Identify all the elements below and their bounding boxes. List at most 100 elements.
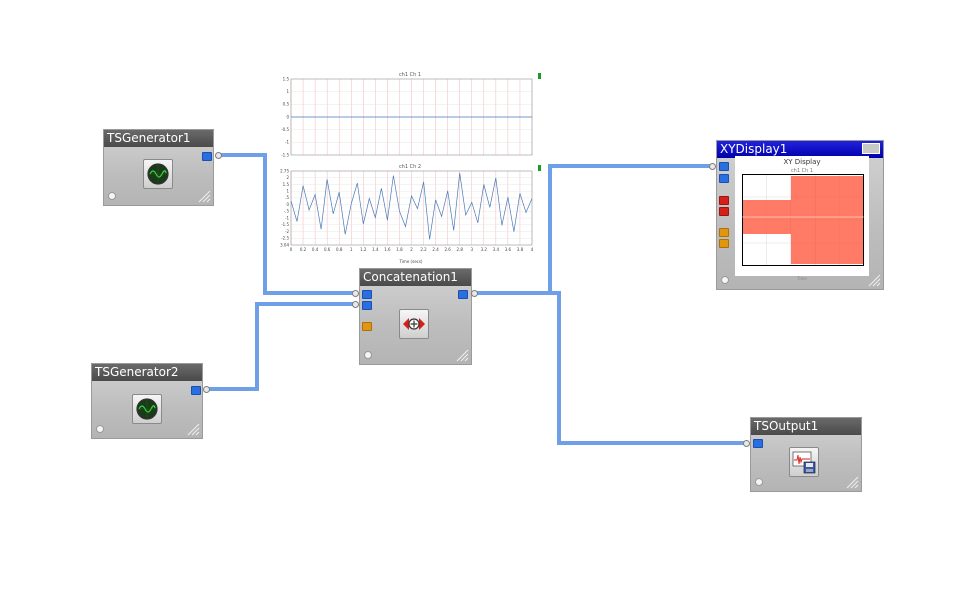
xydisplay1-input-port-2[interactable] <box>719 174 729 183</box>
chart-ch2-frame <box>290 170 533 246</box>
x-tick-label: 0 <box>290 247 293 252</box>
node-xydisplay1-title: XYDisplay1 <box>717 141 883 158</box>
xy-display-footer: Time <box>797 276 807 281</box>
tsoutput1-input-connector[interactable] <box>743 440 750 447</box>
y-tick-label: -2 <box>285 229 289 234</box>
tsoutput1-input-port[interactable] <box>753 439 763 448</box>
xydisplay1-control-port-1[interactable] <box>719 228 729 237</box>
y-tick-label: 1 <box>286 188 289 193</box>
xy-display-plot: XY Display ch1 Ch 1 Time <box>735 156 869 281</box>
tsgenerator1-output-connector[interactable] <box>215 152 222 159</box>
y-tick-label: 2.75 <box>280 168 289 173</box>
x-tick-label: 2.8 <box>457 247 464 252</box>
y-tick-label: -.5 <box>284 209 290 214</box>
xydisplay1-input-port-1[interactable] <box>719 162 729 171</box>
resize-grip-icon[interactable] <box>197 189 211 203</box>
node-tsgenerator2-title: TSGenerator2 <box>92 364 202 381</box>
concatenation1-output-port[interactable] <box>458 290 468 299</box>
concatenation1-input-port-1[interactable] <box>362 290 372 299</box>
x-tick-label: 2.4 <box>432 247 439 252</box>
x-tick-label: 4 <box>531 247 534 252</box>
chart-ch2-legend-marker <box>538 165 541 171</box>
xydisplay1-alarm-port-1[interactable] <box>719 196 729 205</box>
tsgenerator2-output-port[interactable] <box>191 386 201 395</box>
xy-display-trace <box>742 176 864 264</box>
node-tsgenerator2[interactable]: TSGenerator2 <box>91 363 203 439</box>
concatenation1-output-connector[interactable] <box>471 290 478 297</box>
y-tick-label: -2.5 <box>281 236 289 241</box>
node-xydisplay1-title-text: XYDisplay1 <box>720 142 788 156</box>
concatenation1-input-port-2[interactable] <box>362 301 372 310</box>
concatenation1-input-connector-2[interactable] <box>352 301 359 308</box>
x-tick-label: 0.4 <box>312 247 319 252</box>
concatenation1-status-indicator <box>364 351 372 359</box>
y-tick-label: 0.5 <box>283 102 290 107</box>
tsgenerator1-status-indicator <box>108 192 116 200</box>
xydisplay1-control-port-2[interactable] <box>719 239 729 248</box>
y-tick-label: -1.5 <box>281 152 289 157</box>
x-tick-label: 3.4 <box>493 247 500 252</box>
node-tsoutput1[interactable]: TSOutput1 <box>750 417 862 492</box>
x-tick-label: 0.8 <box>336 247 343 252</box>
x-tick-label: 1.8 <box>396 247 403 252</box>
waveform-chart-ch1: ch1 Ch 1 1.510.50-0.5-1-1.5 <box>281 72 541 157</box>
chart-ch2-grid <box>290 170 533 246</box>
xydisplay1-input-connector[interactable] <box>709 163 716 170</box>
xy-display-title: XY Display <box>783 158 821 166</box>
xy-display-canvas <box>742 174 864 266</box>
x-tick-label: 2.6 <box>444 247 451 252</box>
resize-grip-icon[interactable] <box>867 273 881 287</box>
tsgenerator2-output-connector[interactable] <box>203 386 210 393</box>
y-tick-label: 1.5 <box>283 182 290 187</box>
x-tick-label: 2 <box>410 247 413 252</box>
concatenation1-input-connector-1[interactable] <box>352 290 359 297</box>
wire-tsgenerator1-to-concatenation1[interactable] <box>221 153 355 295</box>
node-concatenation1-title: Concatenation1 <box>360 269 471 286</box>
y-tick-label: 0 <box>286 114 289 119</box>
x-tick-label: 1 <box>350 247 353 252</box>
tsgenerator1-output-port[interactable] <box>202 152 212 161</box>
concatenate-icon[interactable] <box>399 309 429 339</box>
x-tick-label: 3 <box>470 247 473 252</box>
x-tick-label: 1.2 <box>360 247 367 252</box>
wire-tsgenerator2-to-concatenation1[interactable] <box>208 302 355 391</box>
resize-grip-icon[interactable] <box>845 475 859 489</box>
x-tick-label: 0.2 <box>300 247 307 252</box>
xydisplay1-status-indicator <box>721 276 729 284</box>
xydisplay1-alarm-port-2[interactable] <box>719 207 729 216</box>
tsgenerator2-status-indicator <box>96 425 104 433</box>
chart-ch2-series-line <box>290 172 533 240</box>
window-restore-icon[interactable] <box>862 143 880 154</box>
resize-grip-icon[interactable] <box>186 422 200 436</box>
x-tick-label: 3.2 <box>481 247 488 252</box>
chart-ch1-y-axis: 1.510.50-0.5-1-1.5 <box>281 76 289 157</box>
save-waveform-icon[interactable] <box>789 447 819 477</box>
y-tick-label: 1.5 <box>283 76 290 81</box>
y-tick-label: -3.04 <box>280 242 289 247</box>
wire-concatenation1-to-tsoutput1[interactable] <box>476 291 746 445</box>
x-tick-label: 1.6 <box>384 247 391 252</box>
x-tick-label: 2.2 <box>420 247 427 252</box>
chart-ch2-title: ch1 Ch 2 <box>399 164 421 170</box>
x-tick-label: 3.6 <box>505 247 512 252</box>
y-tick-label: -1 <box>285 140 289 145</box>
oscilloscope-icon[interactable] <box>132 394 162 424</box>
node-tsgenerator1[interactable]: TSGenerator1 <box>103 129 214 206</box>
x-tick-label: 0.6 <box>324 247 331 252</box>
y-tick-label: 2 <box>286 175 289 180</box>
tsoutput1-status-indicator <box>755 478 763 486</box>
node-tsgenerator1-title: TSGenerator1 <box>104 130 213 147</box>
y-tick-label: .5 <box>285 195 289 200</box>
y-tick-label: 1 <box>286 89 289 94</box>
waveform-chart-ch2: ch1 Ch 2 2.7521.51.50-.5-1-1.5-2-2.5-3.0… <box>280 164 541 264</box>
resize-grip-icon[interactable] <box>455 348 469 362</box>
node-tsoutput1-title: TSOutput1 <box>751 418 861 435</box>
x-tick-label: 3.8 <box>517 247 524 252</box>
chart-ch1-legend-marker <box>538 73 541 79</box>
oscilloscope-icon[interactable] <box>143 159 173 189</box>
node-concatenation1[interactable]: Concatenation1 <box>359 268 472 365</box>
concatenation1-control-port[interactable] <box>362 322 372 331</box>
